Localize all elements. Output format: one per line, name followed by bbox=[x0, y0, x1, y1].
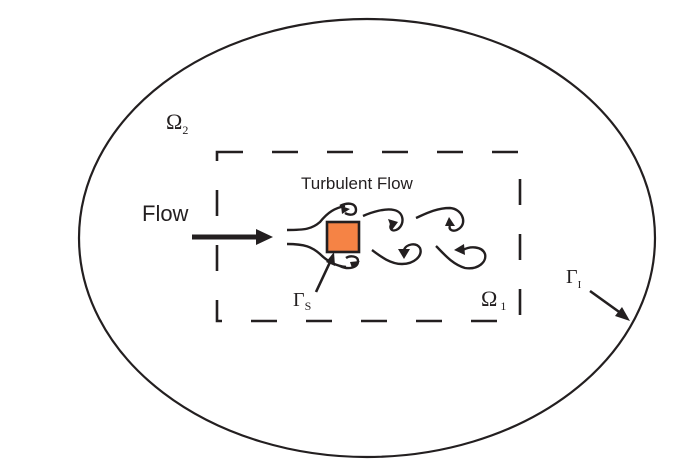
obstacle-square bbox=[325, 220, 361, 254]
outer-domain-ellipse bbox=[77, 17, 657, 459]
eddy-lower-2 bbox=[435, 244, 487, 270]
top-vortex bbox=[339, 202, 358, 216]
lower-streamline bbox=[286, 242, 347, 269]
interface-boundary-pointer bbox=[589, 289, 630, 321]
eddy-upper-1 bbox=[362, 208, 404, 232]
eddy-upper-2 bbox=[415, 206, 465, 232]
bottom-vortex bbox=[339, 255, 360, 270]
solid-boundary-label: ΓS bbox=[293, 289, 311, 313]
inflow-label: Flow bbox=[142, 201, 189, 226]
inner-domain-boundary bbox=[215, 150, 522, 323]
eddy-lower-1 bbox=[371, 243, 422, 266]
interface-boundary-label: ΓI bbox=[566, 266, 582, 291]
outer-domain-label: Ω2 bbox=[166, 109, 188, 137]
solid-boundary-pointer bbox=[314, 252, 335, 293]
upper-streamline bbox=[286, 204, 346, 232]
turbulent-flow-label: Turbulent Flow bbox=[301, 174, 414, 193]
inflow-arrow bbox=[192, 229, 273, 245]
